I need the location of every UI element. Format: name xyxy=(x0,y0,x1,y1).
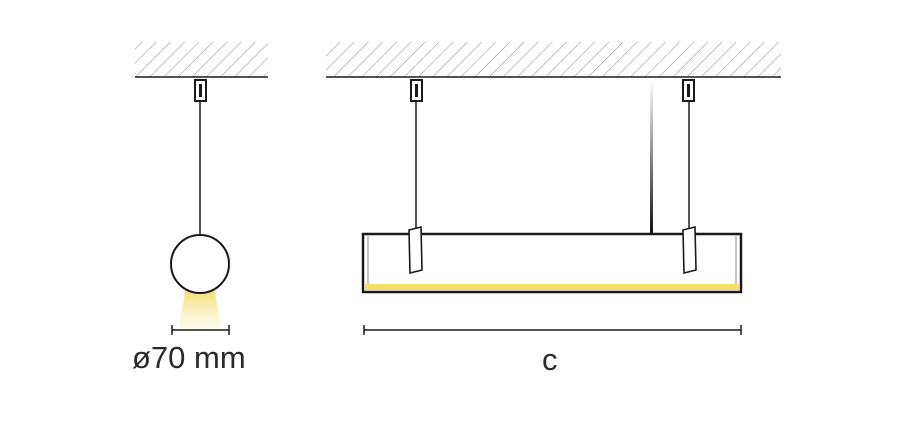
diameter-label: ø70 mm xyxy=(132,340,246,375)
suspension-clamp-2 xyxy=(682,225,697,275)
side-view xyxy=(135,42,268,335)
diameter-dimension xyxy=(171,325,230,335)
length-dimension xyxy=(363,325,742,335)
front-view xyxy=(326,42,781,335)
ceiling-mount-left xyxy=(194,79,207,102)
ceiling-mount-right-1 xyxy=(410,79,423,102)
ceiling-left xyxy=(135,42,268,77)
length-label: c xyxy=(542,342,558,377)
luminaire-cross-section xyxy=(170,234,230,294)
ceiling-right xyxy=(326,42,781,77)
linear-luminaire-body xyxy=(361,232,743,294)
light-beam xyxy=(178,288,222,330)
led-strip xyxy=(365,284,739,290)
ceiling-mount-right-2 xyxy=(682,79,695,102)
power-cord xyxy=(650,80,653,234)
suspension-clamp-1 xyxy=(408,225,423,275)
